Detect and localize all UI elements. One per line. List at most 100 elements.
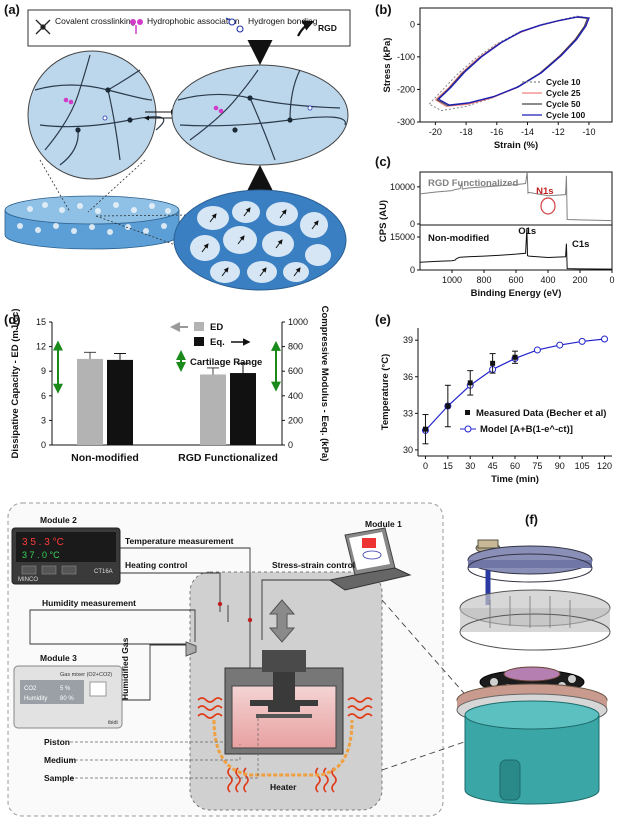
panel-b-xtick-label: -10	[582, 127, 595, 137]
heater-waves	[197, 697, 373, 793]
panel-d-bar-eq	[230, 373, 256, 445]
panel-d-ylabel: Dissipative Capacity - ED (mJ/cc)	[10, 309, 21, 459]
panel-c-label: (c)	[375, 154, 391, 169]
panel-c-xtick-label: 200	[572, 275, 587, 285]
panel-e-xtick-label: 120	[597, 461, 612, 471]
controller-button-3[interactable]	[61, 565, 77, 575]
legend-covalent-text: Covalent crosslinking	[55, 16, 136, 26]
panel-e-measured-point	[422, 426, 428, 432]
panel-c-xtick-label: 0	[609, 275, 614, 285]
panel-b-ytick-label: -200	[397, 84, 415, 94]
temperature-controller: 3 5 . 3 °C 3 7 . 0 °C MINCO CT16A	[11, 527, 121, 585]
panel-b-legend-label: Cycle 10	[546, 77, 581, 87]
panel-e-legend-measured-label: Measured Data (Becher et al)	[476, 408, 606, 419]
panel-d-legend-eq-swatch	[194, 337, 204, 346]
sample-bath	[224, 650, 344, 755]
hydrophobic-association-icon	[130, 19, 143, 34]
sample-holder	[256, 714, 312, 718]
gas-mixer-device: Gas mixer (O2+CO2) CO2 5 % Humidity 80 %…	[13, 665, 123, 729]
controller-button-2[interactable]	[41, 565, 57, 575]
panel-d-bar-eq	[107, 359, 133, 445]
panel-e-model-point	[533, 346, 541, 354]
leader-lines	[70, 716, 259, 779]
panel-d-ytick-label: 6	[41, 391, 46, 401]
panel-c-trace-bottom-label: Non-modified	[428, 233, 489, 244]
panel-b-label: (b)	[375, 2, 392, 17]
panel-b-xlabel: Strain (%)	[494, 140, 538, 151]
panel-b: (b) -20-18-16-14-12-100-100-200-300Strai…	[375, 2, 613, 151]
panel-c-ytick-label: 10000	[390, 182, 415, 192]
panel-d-category-label: RGD Functionalized	[178, 452, 278, 464]
panel-c-ytick-label: 0	[410, 265, 415, 275]
humidified-gas-line	[122, 644, 186, 701]
panel-b-legend-label: Cycle 50	[546, 99, 581, 109]
panel-d-bar-ed	[200, 374, 226, 445]
controller-brand: MINCO	[18, 577, 38, 583]
controller-model: CT16A	[94, 569, 113, 575]
panel-d-ytick-label: 12	[36, 342, 46, 352]
legend-rgd-label: RGD	[318, 23, 337, 33]
panel-b-ytick-label: -300	[397, 117, 415, 127]
setup-schematic: Module 2 3 5 . 3 °C 3 7 . 0 °C MINCO CT1…	[7, 502, 471, 817]
panel-e-xtick-label: 60	[510, 461, 520, 471]
link-to-panel-f	[381, 599, 471, 701]
panel-c-c1s-label: C1s	[572, 239, 589, 250]
panel-b-plot-frame	[419, 7, 613, 123]
panel-e-model-point	[556, 341, 564, 349]
panel-e-xtick-label: 75	[532, 461, 542, 471]
panel-c-xtick-label: 1000	[442, 275, 462, 285]
controller-button-1[interactable]	[21, 565, 37, 575]
panel-e-legend-model-label: Model [A+B(1-e^-ct)]	[480, 424, 573, 435]
bioreactor-exploded-view	[456, 539, 611, 805]
panel-b-xtick-label: -16	[490, 127, 503, 137]
panel-c-xtick-label: 600	[508, 275, 523, 285]
piston-plate	[250, 700, 318, 706]
piston-rod	[273, 672, 295, 700]
panel-c-xlabel: Binding Energy (eV)	[471, 288, 562, 299]
gas-mixer-co2-value: 5 %	[60, 686, 71, 692]
gas-mixer-brand: ibidi	[108, 720, 118, 726]
heating-control-node	[217, 601, 223, 607]
panel-b-xtick-label: -14	[521, 127, 534, 137]
panel-b-ytick-label: -100	[397, 52, 415, 62]
panel-b-xtick-label: -20	[429, 127, 442, 137]
piston-label: Piston	[44, 737, 70, 747]
panel-d-legend-range-label: Cartilage Range	[190, 357, 262, 368]
panel-b-ytick-label: 0	[410, 19, 415, 29]
gas-mixer-title: Gas mixer (O2+CO2)	[60, 672, 112, 678]
temperature-measurement-label: Temperature measurement	[125, 536, 234, 546]
panel-c-o1s-label: O1s	[518, 226, 536, 237]
covalent-crosslink-icon	[35, 19, 51, 35]
gas-mixer-button[interactable]	[89, 681, 107, 697]
panel-d-y2tick-label: 800	[288, 342, 303, 352]
panel-e-ytick-label: 36	[403, 372, 413, 382]
compressed-network-ellipse	[171, 64, 349, 166]
panel-e-measured-point	[445, 403, 451, 409]
gas-inlet-nozzle	[185, 641, 197, 657]
panel-e-xtick-label: 45	[488, 461, 498, 471]
module-2-label: Module 2	[40, 515, 77, 525]
stress-strain-control-label: Stress-strain control	[272, 560, 355, 570]
panel-d-y2tick-label: 600	[288, 366, 303, 376]
panel-a-label: (a)	[4, 2, 20, 17]
hydrogen-bond-icon	[225, 17, 244, 33]
medium-label: Medium	[44, 755, 77, 765]
humidity-measurement-label: Humidity measurement	[42, 598, 136, 608]
panel-e-label: (e)	[375, 312, 391, 327]
panel-d-ytick-label: 3	[41, 415, 46, 425]
panel-d-ytick-label: 9	[41, 366, 46, 376]
link-to-panel-f-2	[381, 739, 471, 771]
panel-c-n1s-circle	[540, 197, 556, 215]
panel-d-label: (d)	[4, 312, 21, 327]
panel-c-xtick-label: 400	[540, 275, 555, 285]
hydrogel-network-circle	[27, 50, 165, 180]
panel-b-legend-label: Cycle 25	[546, 88, 581, 98]
panel-a: (a) Covalent crosslinking Hydrophobic as…	[4, 2, 351, 291]
panel-e-ylabel: Temperature (°C)	[380, 354, 391, 430]
panel-d-y2label: Compressive Modulus - Eeq. (kPa)	[319, 306, 330, 462]
